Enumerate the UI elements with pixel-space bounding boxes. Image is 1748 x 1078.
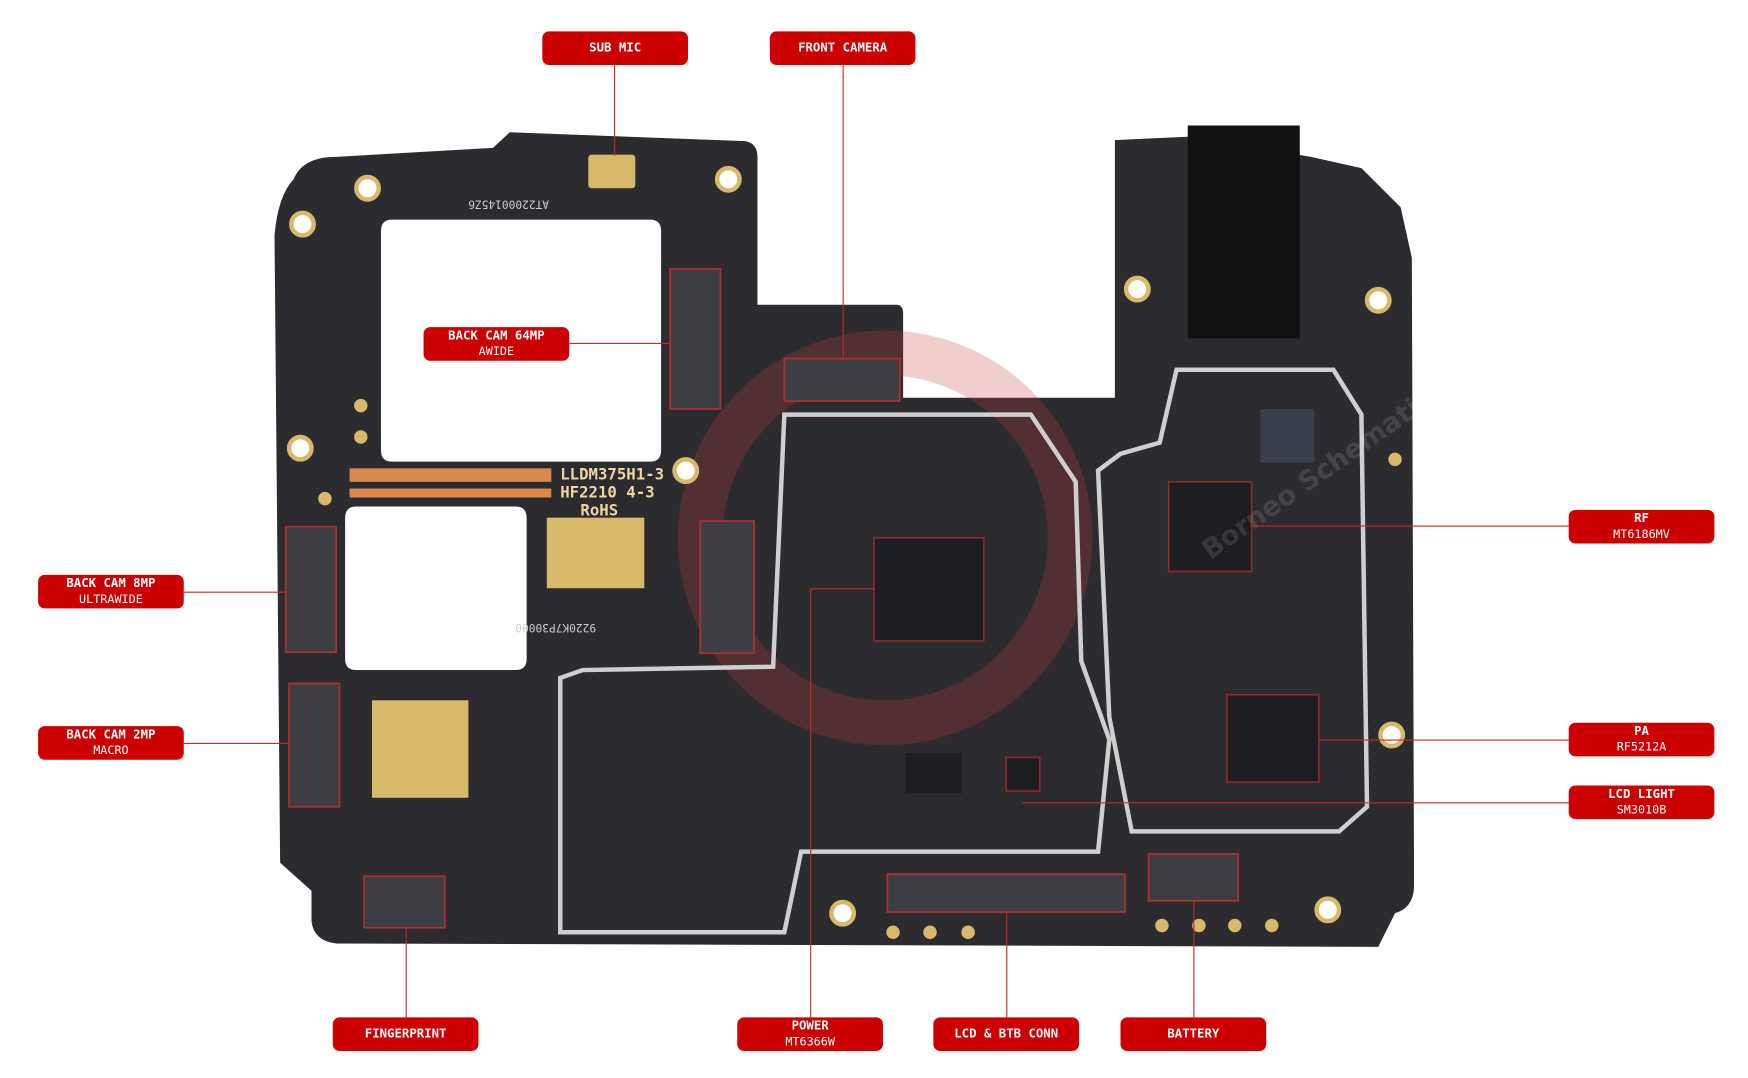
label-title: SUB MIC [589, 40, 642, 55]
leader-rf [1251, 525, 1569, 527]
leader-sub-mic [614, 63, 616, 156]
label-title: BACK CAM 2MP [66, 727, 156, 742]
label-back-cam-2mp: BACK CAM 2MP MACRO [38, 726, 184, 760]
label-title: PA [1634, 723, 1649, 739]
label-sub: AWIDE [478, 345, 515, 359]
label-sub: MT6366W [785, 1035, 835, 1049]
label-title: RF [1634, 510, 1649, 526]
leader-battery [1193, 900, 1195, 1018]
svg-text:9220K7P30000: 9220K7P30000 [515, 621, 596, 634]
leader-lcd-btb [1006, 912, 1008, 1018]
svg-text:HF2210 4-3: HF2210 4-3 [560, 483, 654, 502]
leader-power-h [810, 588, 874, 590]
svg-text:AT22000145Z6: AT22000145Z6 [468, 198, 549, 211]
svg-text:RoHS: RoHS [580, 500, 618, 519]
label-front-camera: FRONT CAMERA [769, 31, 916, 65]
label-title: FINGERPRINT [364, 1026, 447, 1041]
leader-fingerprint [405, 927, 407, 1018]
connectors [284, 268, 1239, 929]
leader-lcd-light [1021, 802, 1569, 804]
mount-holes [286, 165, 1406, 927]
label-sub: RF5212A [1616, 740, 1667, 755]
leader-back-cam-8mp [183, 591, 286, 593]
leader-front-camera [842, 63, 844, 361]
leader-back-cam-2mp [183, 742, 290, 745]
label-sub: SM3010B [1616, 803, 1667, 817]
silkscreen: LLDM375H1-3 HF2210 4-3 RoHS AT22000145Z6… [468, 198, 664, 635]
svg-text:LLDM375H1-3: LLDM375H1-3 [560, 465, 664, 484]
label-title: BACK CAM 64MP [448, 328, 545, 343]
label-battery: BATTERY [1120, 1017, 1267, 1052]
label-title: POWER [791, 1018, 829, 1034]
leader-back-cam-64mp [569, 342, 671, 344]
label-title: LCD LIGHT [1608, 786, 1675, 802]
label-title: LCD & BTB CONN [954, 1026, 1059, 1041]
label-sub: ULTRAWIDE [79, 592, 143, 607]
ics [873, 125, 1320, 794]
shield-frames [558, 367, 1370, 935]
label-sub-mic: SUB MIC [542, 31, 688, 65]
label-back-cam-64mp: BACK CAM 64MP AWIDE [423, 327, 570, 361]
label-title: BATTERY [1167, 1026, 1220, 1041]
label-fingerprint: FINGERPRINT [332, 1017, 479, 1052]
label-title: BACK CAM 8MP [66, 575, 156, 591]
label-sub: MT6186MV [1613, 527, 1670, 542]
leader-power [810, 588, 812, 1018]
gold-pads [318, 154, 1402, 939]
label-title: FRONT CAMERA [798, 40, 888, 55]
leader-pa [1318, 739, 1569, 741]
label-sub: MACRO [93, 744, 129, 758]
label-lcd-btb-conn: LCD & BTB CONN [933, 1017, 1080, 1052]
